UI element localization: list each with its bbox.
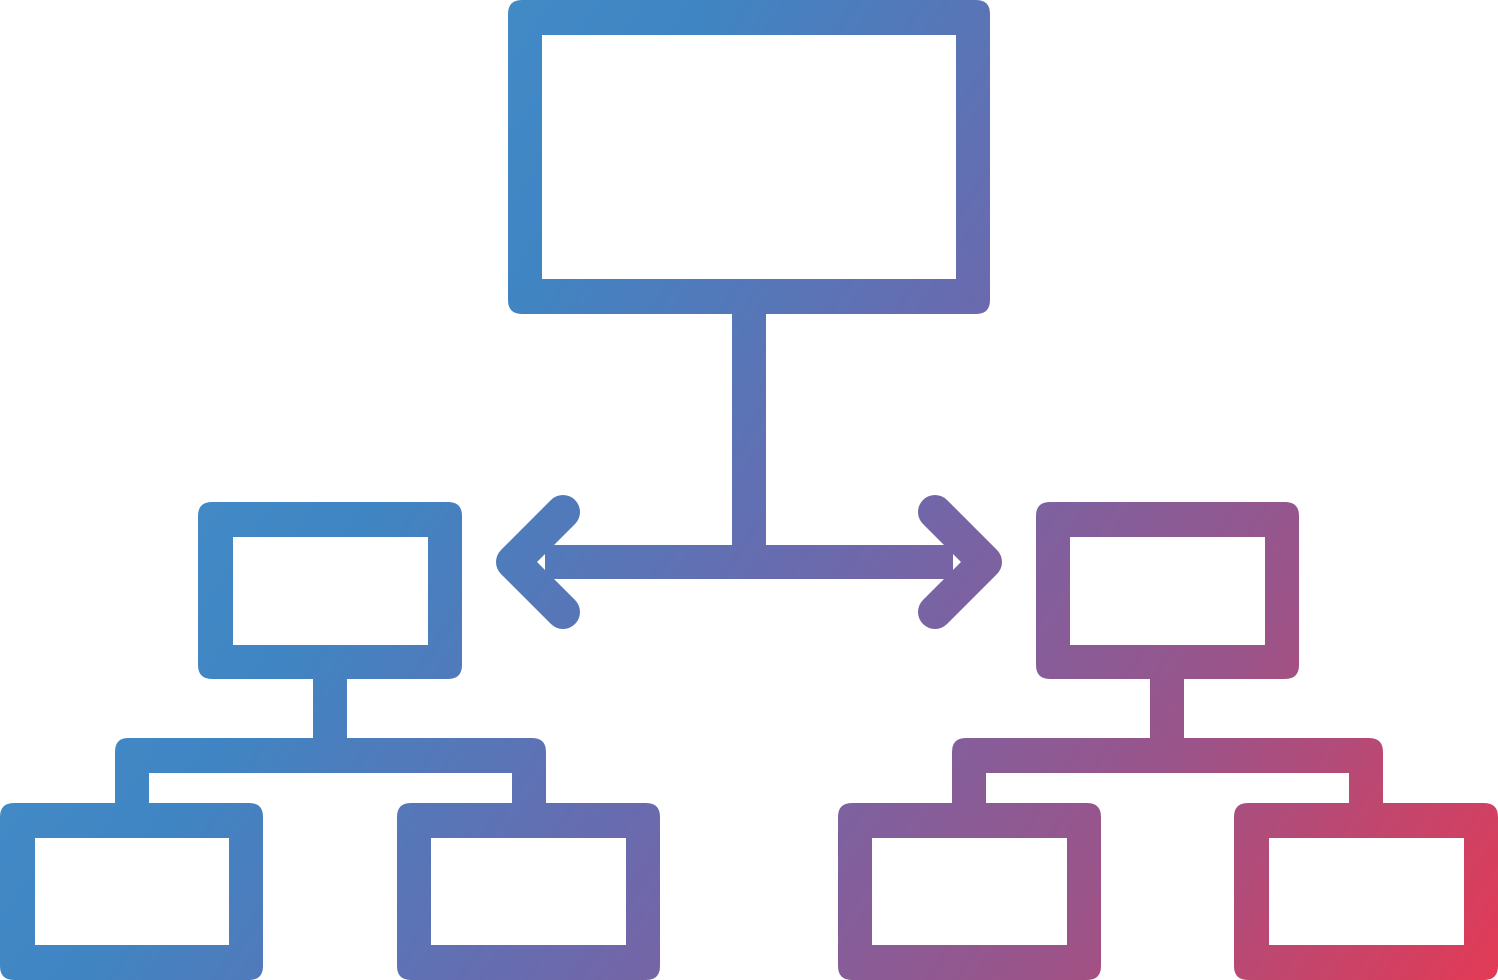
arrow-shaft	[545, 545, 953, 579]
arrow-right-head	[918, 495, 1002, 629]
arrow-left-head	[496, 495, 580, 629]
left-branch-trunk	[313, 678, 347, 740]
root-trunk-connector	[732, 313, 766, 549]
left-branch-crossbar	[115, 738, 546, 806]
root-node-box	[508, 0, 990, 314]
left-leaf-2-box	[397, 803, 660, 980]
left-branch-node-box	[198, 502, 462, 679]
right-branch-crossbar	[952, 738, 1383, 806]
right-leaf-1-box	[838, 803, 1101, 980]
left-leaf-1-box	[0, 803, 263, 980]
right-branch-trunk	[1150, 678, 1184, 740]
right-leaf-2-box	[1234, 803, 1498, 980]
right-branch-node-box	[1036, 502, 1299, 679]
